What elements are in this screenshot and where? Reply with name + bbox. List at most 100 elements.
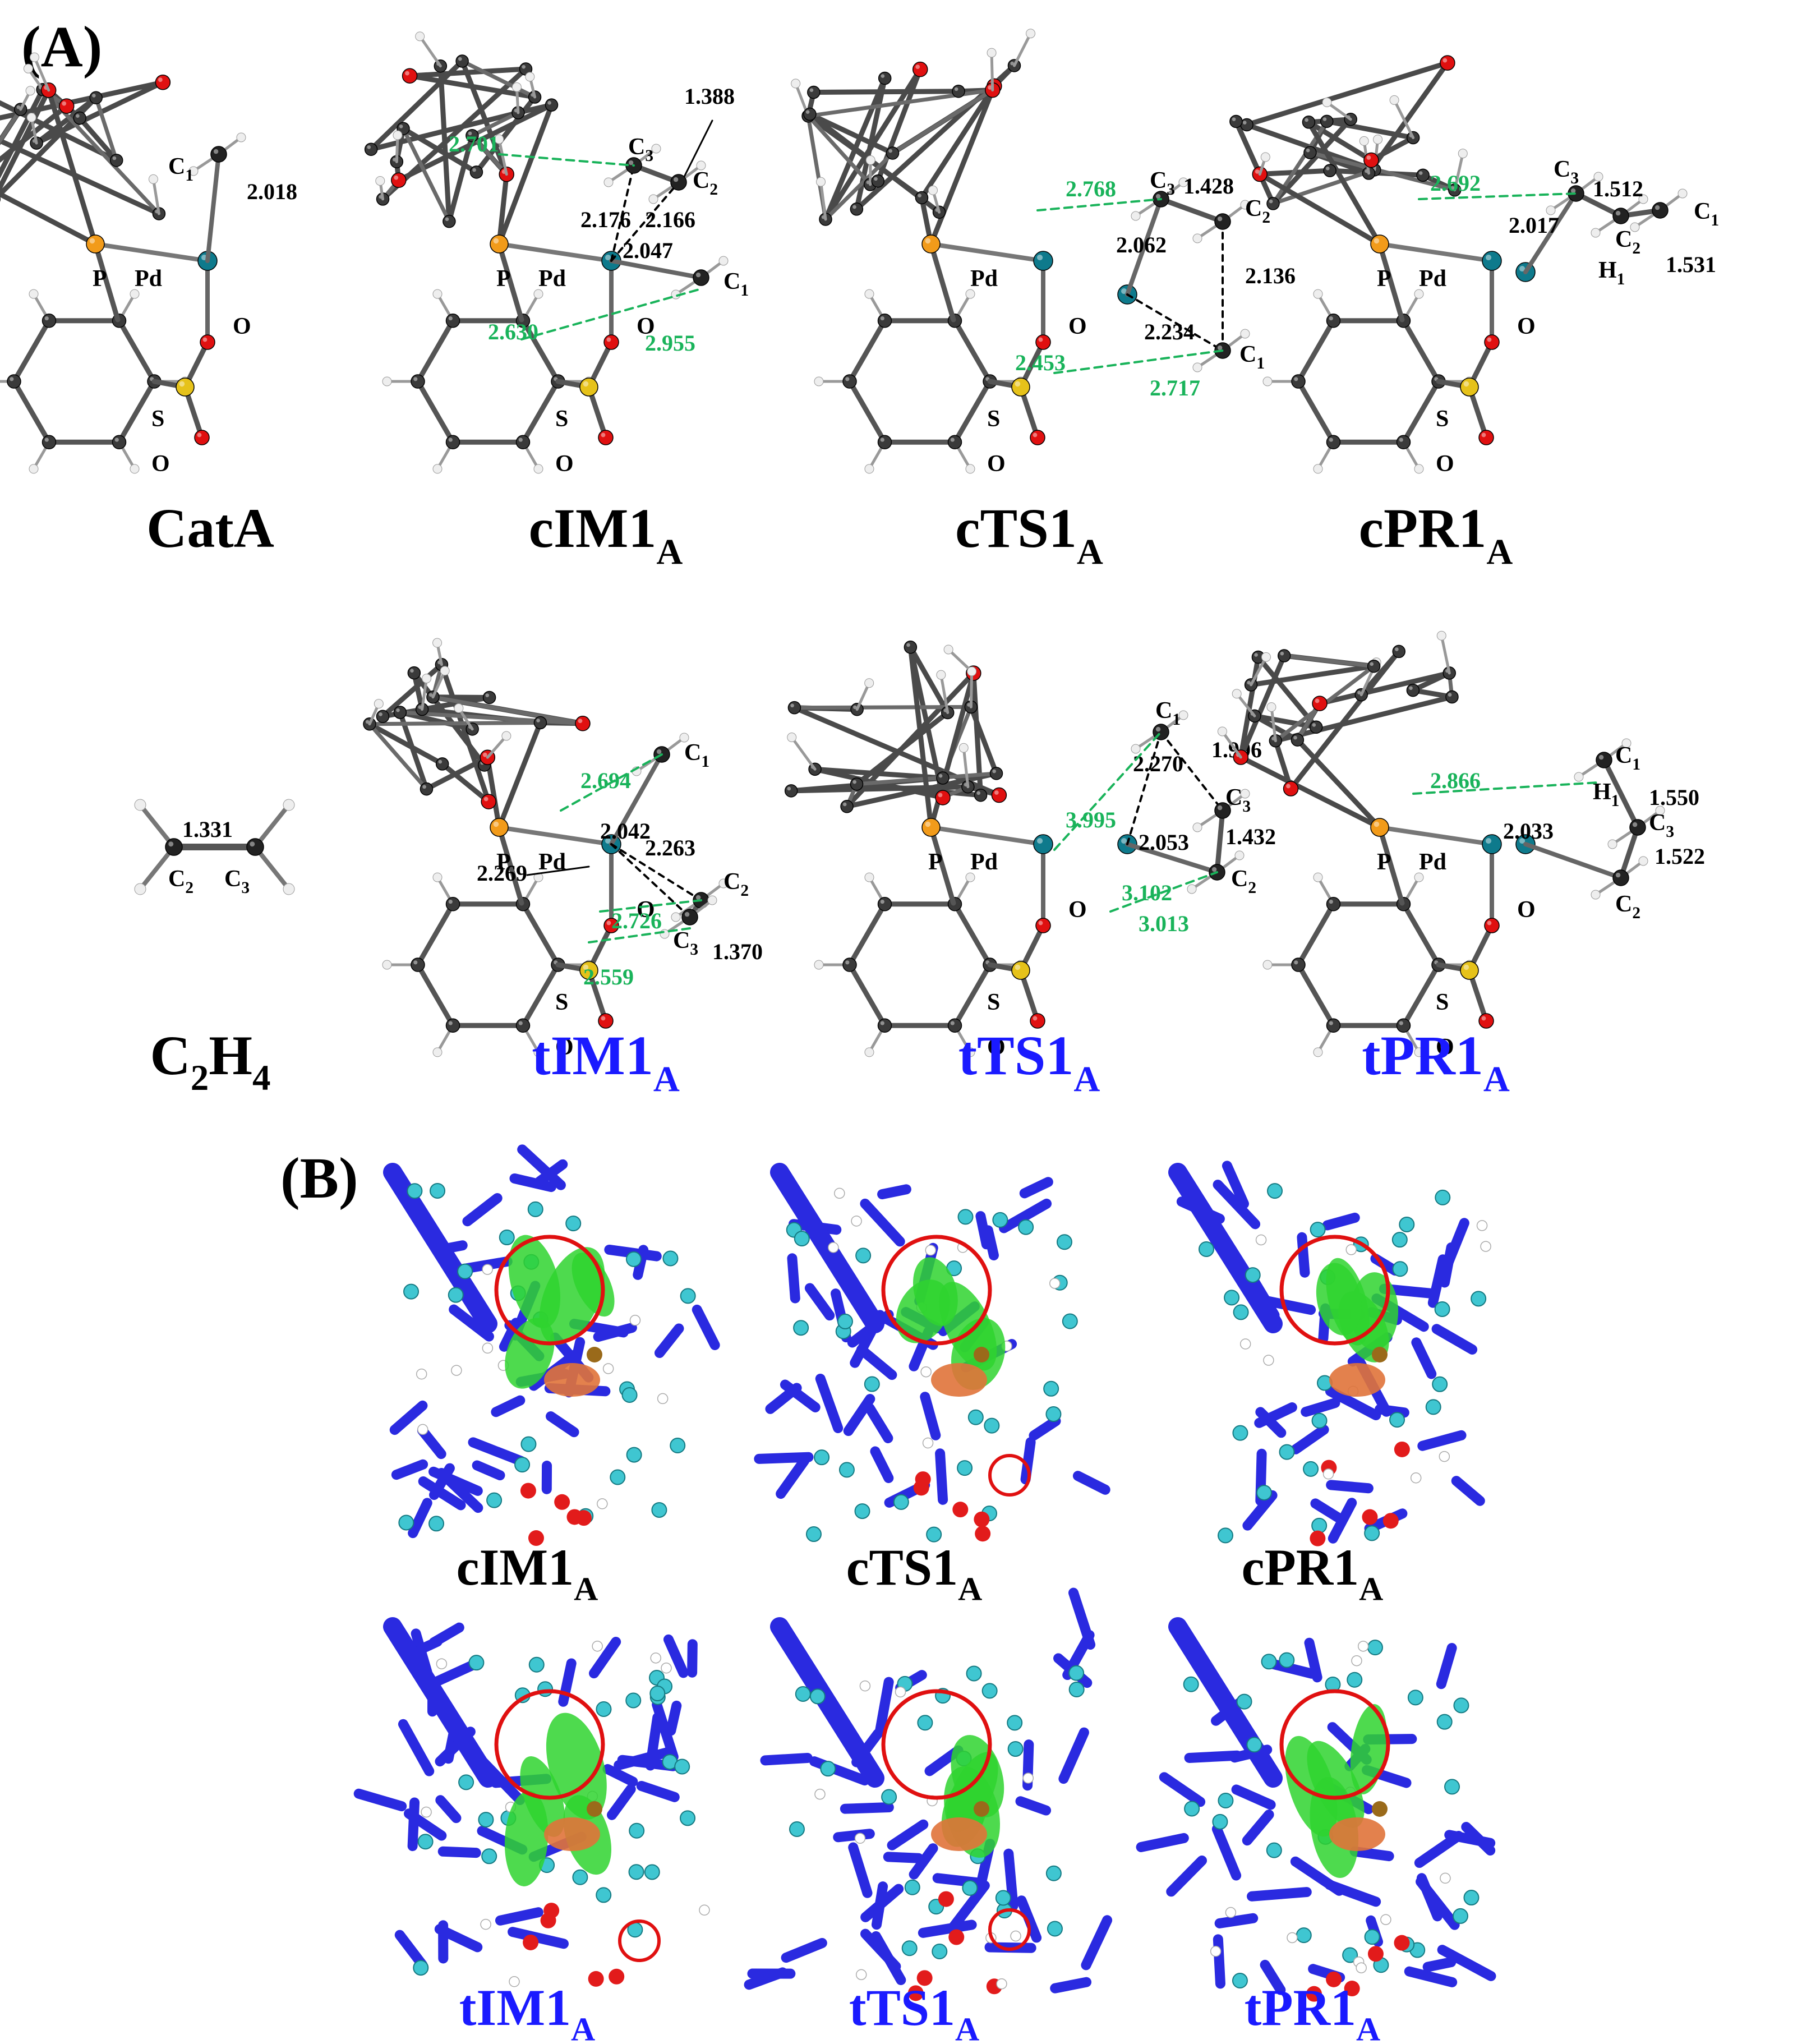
atom-highlight [1218,217,1222,221]
atom-index: 3 [241,879,250,897]
title-name: tTS1 [849,1979,955,2036]
ch-bond [992,53,993,90]
atom-symbol: C [1150,168,1167,194]
hydrogen-atom [1193,234,1202,243]
hydrogen-atom [967,667,976,676]
atom-highlight [845,377,849,381]
nci-atom [500,1230,514,1245]
nci-hydrogen [1477,1221,1487,1231]
ligand-bond [814,91,958,93]
nci-oxygen [520,1483,536,1499]
atom-index: 1 [740,282,749,300]
hydrogen-atom [817,177,826,186]
nci-atom [645,1865,660,1879]
carbon-atom [1630,820,1646,835]
sulfur-atom [176,378,194,396]
oxygen-atom [1440,56,1455,70]
phosphorus-atom [1371,818,1389,836]
title-subscript: A [958,1571,982,1608]
nci-atom [1399,1217,1414,1232]
carbon-atom [682,909,698,925]
atom-highlight [845,960,849,964]
hydrogen-atom [1322,98,1331,107]
hydrogen-atom [1026,29,1035,38]
nci-atom [482,1849,496,1863]
nci-atom [626,1693,640,1707]
hydrogen-atom [1314,289,1322,298]
atom-label: O [1068,897,1087,923]
atom-highlight [1374,822,1380,827]
ligand-bond [370,722,540,724]
atom-label: O [233,314,251,339]
atom-highlight [1033,433,1038,438]
carbon-atom [937,772,949,784]
nci-hydrogen [851,1216,861,1226]
hydrogen-atom [283,883,294,895]
atom-symbol: C [673,928,690,954]
atom-highlight [951,438,955,441]
carbon-atom [804,108,816,121]
carbon-atom [841,800,853,813]
nci-atom [515,1457,529,1472]
atom-highlight [657,749,661,754]
nci-atom [675,1760,689,1774]
nci-atom [794,1320,808,1335]
nci-rod [1355,1852,1389,1856]
atom-highlight [250,841,255,846]
atom-highlight [1487,921,1492,926]
carbon-atom [43,314,56,328]
atom-index: 2 [1248,879,1256,897]
nci-atom [1046,1407,1061,1421]
sulfur-atom [1012,378,1030,396]
atom-index: 2 [1632,904,1640,922]
nci-hydrogen [1287,1932,1297,1942]
nci-atom [1268,1184,1282,1198]
carbon-atom [1327,1019,1340,1032]
nci-rod [882,1189,906,1194]
atom-symbol: C [723,269,740,294]
atom-index: 1 [1172,711,1181,729]
carbon-atom [843,375,856,388]
carbon-atom [1302,116,1315,128]
atom-highlight [439,760,443,764]
nci-atom [1408,1690,1423,1705]
atom-highlight [45,438,49,441]
nci-atom [418,1834,433,1849]
atom-highlight [1464,965,1469,970]
phosphorus-atom [922,235,940,253]
nci-atom [1445,1779,1459,1794]
nci-oxygen [543,1903,559,1918]
atom-highlight [113,156,117,160]
atom-symbol: C [1615,891,1632,917]
atom-index: 1 [1617,270,1625,288]
distance-label: 1.531 [1666,252,1716,277]
nci-atom [902,1941,917,1955]
nci-rod [1220,1918,1253,1923]
hydrogen-atom [135,883,146,895]
carbon-atom [850,203,863,215]
hydrogen-atom [865,464,874,473]
atom-highlight [484,797,488,802]
atom-highlight [1482,1016,1486,1021]
atom-highlight [1286,784,1291,789]
nci-hydrogen [1481,1241,1491,1251]
hydrogen-atom [130,464,139,473]
nci-atom [469,1655,483,1670]
panel-a-label: (A) [21,15,102,79]
carbon-atom [1417,169,1429,181]
nci-hydrogen [1352,1656,1362,1666]
atom-highlight [1294,960,1298,964]
atom-symbol: C [1554,156,1570,182]
distance-label: 2.136 [1245,263,1296,288]
hydrogen-atom [26,86,35,95]
atom-highlight [1616,211,1620,215]
carbon-atom [887,147,899,159]
distance-label: 1.428 [1183,173,1234,199]
green-distance-label: 2.701 [449,131,499,156]
carbon-atom [7,375,21,388]
atom-index: 3 [645,147,653,165]
title-subscript: A [1356,2011,1380,2041]
atom-index: 3 [1242,798,1251,816]
phosphorus-atom [490,235,508,253]
